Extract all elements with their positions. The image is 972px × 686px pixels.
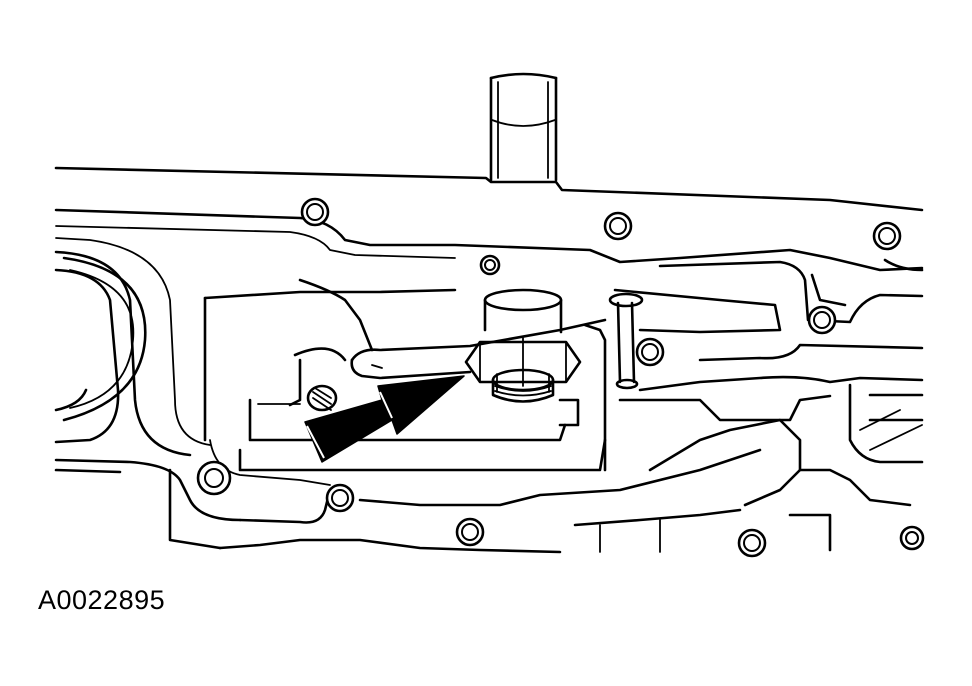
shaft: [489, 72, 558, 182]
pointer-arrow: [304, 375, 465, 463]
sleeve: [483, 288, 563, 334]
bottom-passages: [168, 418, 912, 554]
bolt-holes: [196, 197, 925, 558]
nut-and-bolt: [464, 337, 582, 403]
casting-outline: [54, 166, 924, 522]
right-passages: [613, 258, 924, 464]
threaded-boss: [306, 384, 338, 412]
bracket: [350, 318, 607, 472]
pin: [608, 292, 644, 390]
left-cavity: [62, 256, 147, 422]
figure-id-label: A0022895: [38, 585, 166, 615]
inner-pocket: [203, 278, 607, 472]
